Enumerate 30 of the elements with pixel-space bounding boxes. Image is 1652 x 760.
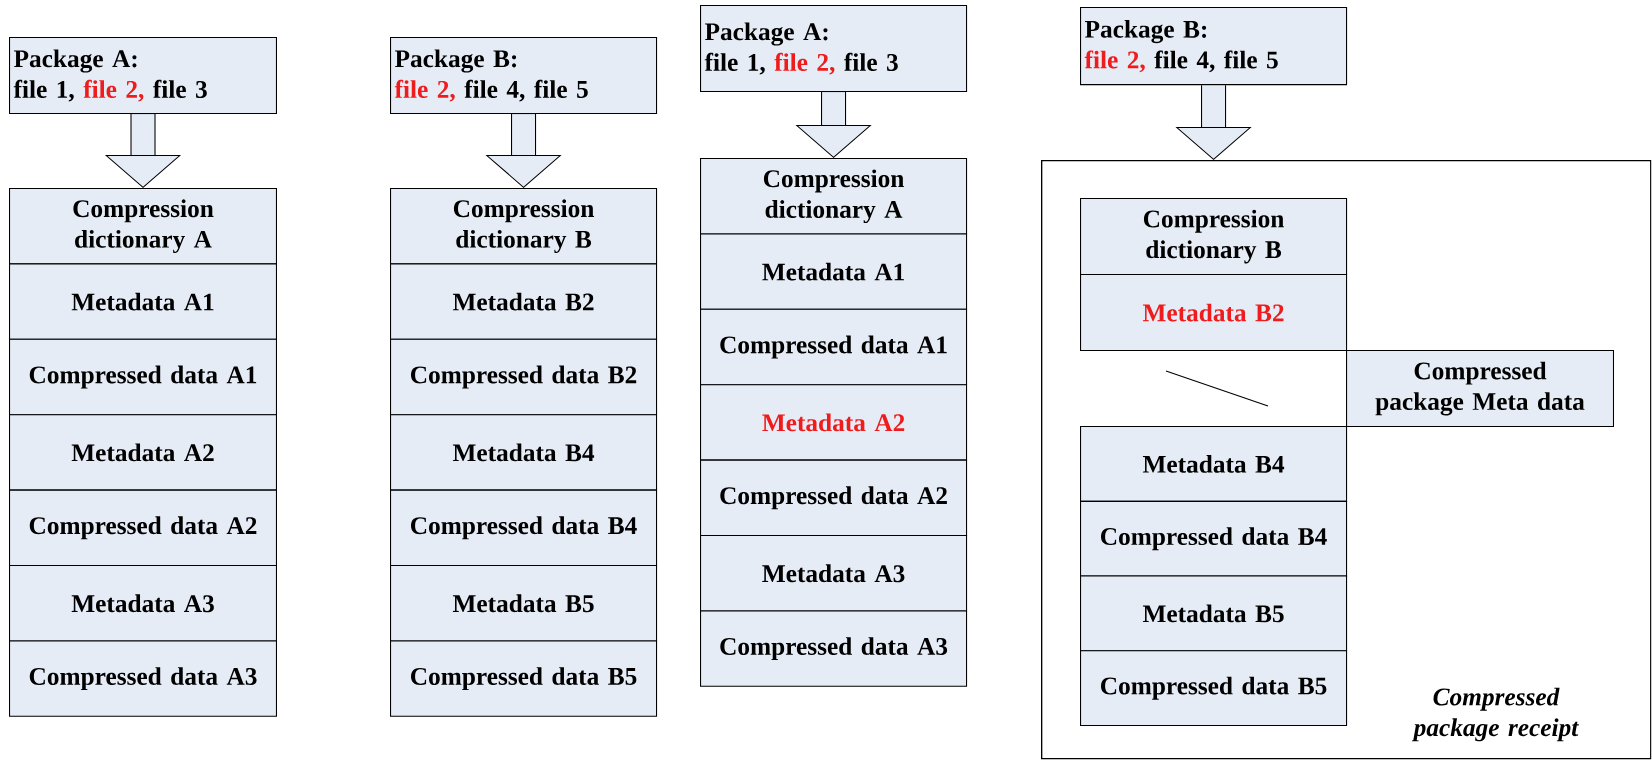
data-block: Compression dictionary B [1080, 198, 1348, 276]
data-block: Metadata B4 [390, 414, 658, 491]
frame-caption: Compressed package receipt [1411, 687, 1579, 742]
data-block: Compressed data B5 [1080, 650, 1348, 727]
data-block: Compressed data A2 [9, 489, 277, 566]
data-block: Compressed data B2 [390, 338, 658, 416]
data-block: Compressed data B5 [390, 640, 658, 717]
data-block: Compressed data A2 [700, 459, 968, 536]
data-block: Metadata B5 [390, 565, 658, 642]
data-block: Compressed data B4 [1080, 500, 1348, 577]
data-block: Compressed data A3 [9, 640, 277, 717]
data-block: Compressed package Meta data [1346, 350, 1615, 428]
data-block: Metadata B2 [1080, 274, 1348, 352]
data-block: Compressed data A3 [700, 610, 968, 687]
data-block: Metadata B5 [1080, 575, 1348, 652]
data-block: Compressed data A1 [700, 308, 968, 386]
data-block: Metadata A3 [700, 535, 968, 612]
data-block: Metadata A1 [700, 233, 968, 310]
package-box: Package A: file 1, file 2, file 3 [700, 5, 968, 93]
data-block: Metadata A2 [9, 414, 277, 491]
data-block: Metadata B4 [1080, 426, 1348, 502]
data-block: Compressed data A1 [9, 338, 277, 416]
package-box: Package A: file 1, file 2, file 3 [9, 37, 277, 115]
data-block: Metadata A3 [9, 565, 277, 642]
package-box: Package B: file 2, file 4, file 5 [390, 37, 658, 115]
data-block: Metadata B2 [390, 263, 658, 340]
data-block: Metadata A1 [9, 263, 277, 340]
data-block: Metadata A2 [700, 384, 968, 461]
data-block: Compressed data B4 [390, 489, 658, 566]
package-box: Package B: file 2, file 4, file 5 [1080, 7, 1348, 86]
